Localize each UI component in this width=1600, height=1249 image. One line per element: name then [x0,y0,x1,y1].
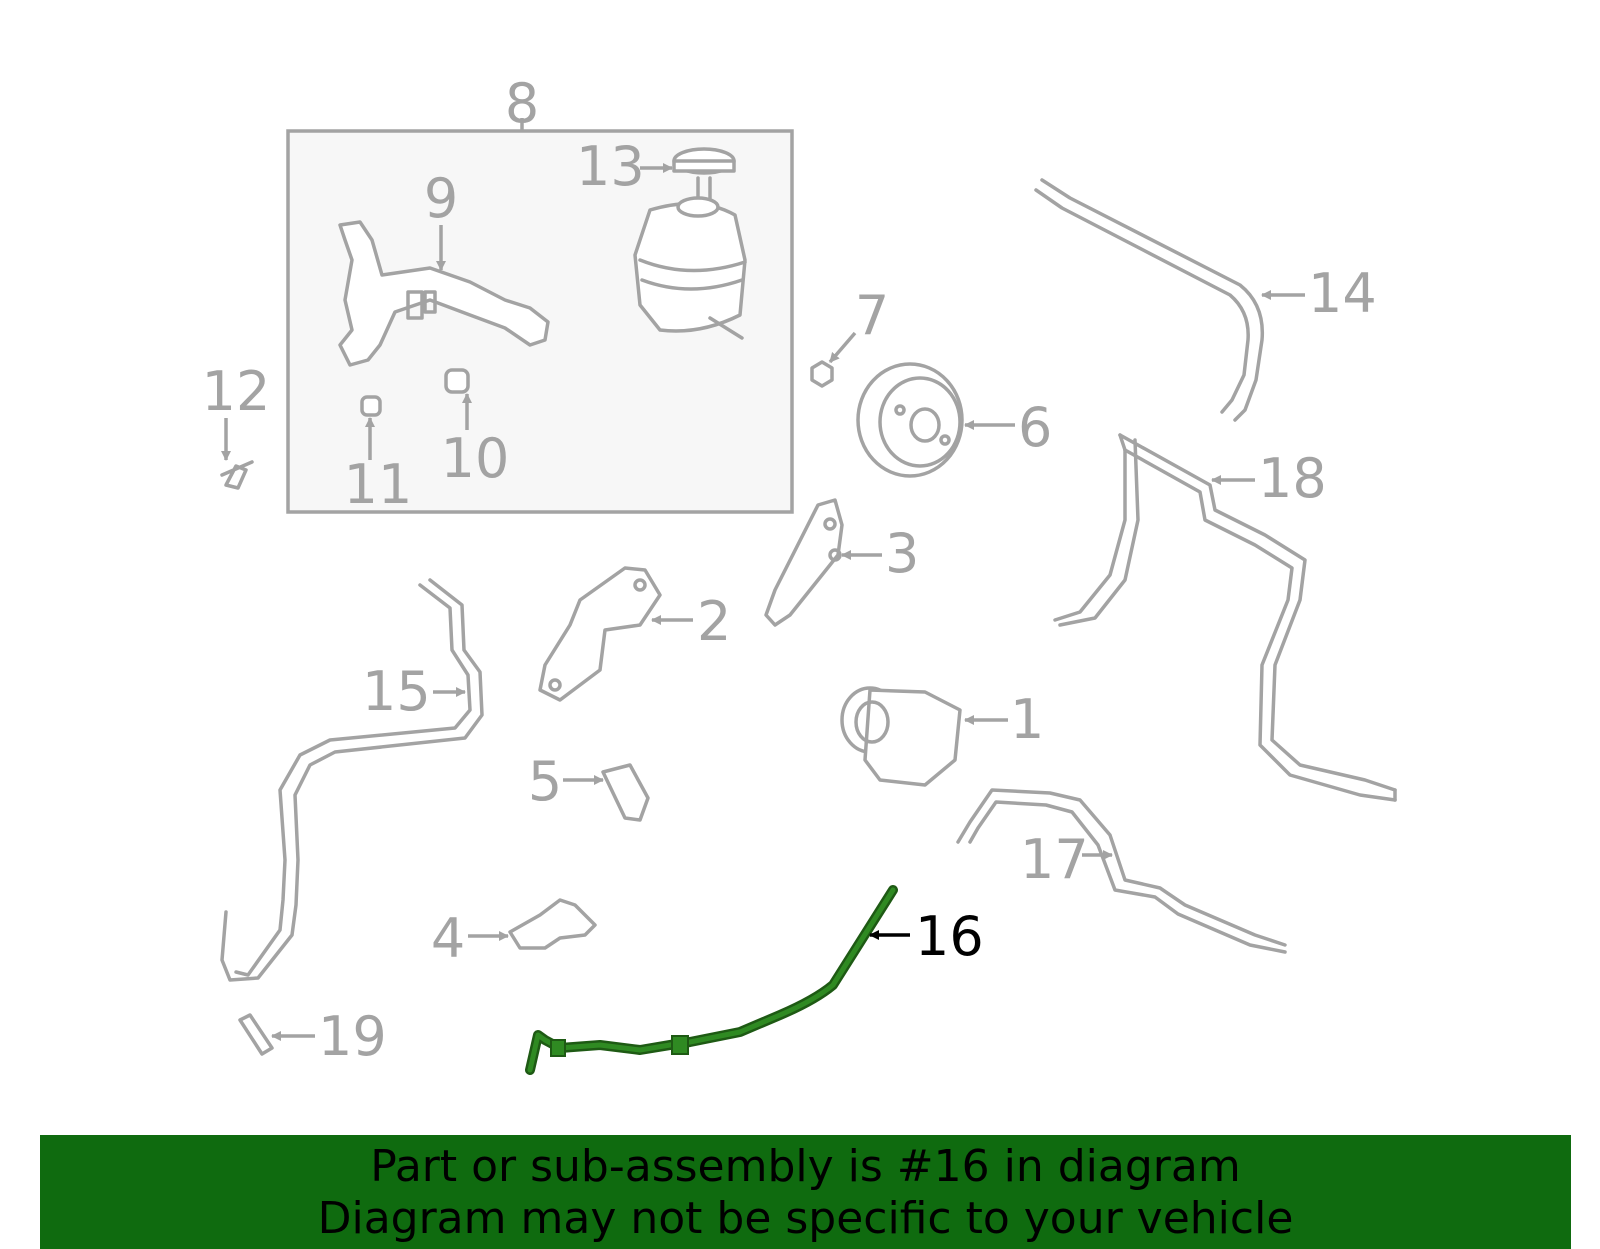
part-1-pump [840,686,962,787]
callout-13: 13 [576,135,645,198]
banner-line-1: Part or sub-assembly is #16 in diagram [370,1141,1241,1192]
callout-4: 4 [431,907,465,970]
part-6-pulley [856,362,964,478]
part-15-hose [220,578,484,982]
part-5-clamp [601,763,650,822]
banner-line-2: Diagram may not be specific to your vehi… [317,1193,1294,1244]
part-3-bracket [764,498,844,627]
callout-6: 6 [1018,396,1052,459]
callouts: 8 9 13 12 10 11 7 14 6 18 3 2 15 1 5 17 … [202,72,1377,1068]
info-banner: Part or sub-assembly is #16 in diagram D… [40,1135,1571,1249]
part-10-bushing [444,368,470,394]
callout-9: 9 [424,167,458,230]
part-19-fitting [238,1013,274,1056]
reservoir [633,196,747,340]
callout-7: 7 [855,284,889,347]
callout-1: 1 [1010,688,1044,751]
part-18-pipe [1053,433,1397,802]
callout-2: 2 [697,590,731,653]
callout-5: 5 [528,750,562,813]
part-12-bolt [220,460,254,490]
part-13-reservoir-cap [672,147,736,202]
part-11-bushing [360,395,382,417]
part-4-bracket [508,898,597,950]
callout-17: 17 [1020,828,1089,891]
part-14-hose [1034,178,1265,422]
callout-11: 11 [344,453,413,516]
part-9-bracket [338,220,550,367]
callout-18: 18 [1258,447,1327,510]
callout-12: 12 [202,360,271,423]
part-17-pipe [956,788,1287,954]
callout-19: 19 [318,1005,387,1068]
callout-16: 16 [915,905,984,968]
callout-10: 10 [441,427,510,490]
part-2-bracket [538,566,662,702]
callout-3: 3 [885,522,919,585]
callout-14: 14 [1308,262,1377,325]
part-7-nut [810,360,834,388]
callout-8: 8 [505,72,539,135]
part-16-hose-highlighted [525,885,898,1075]
callout-15: 15 [362,660,431,723]
